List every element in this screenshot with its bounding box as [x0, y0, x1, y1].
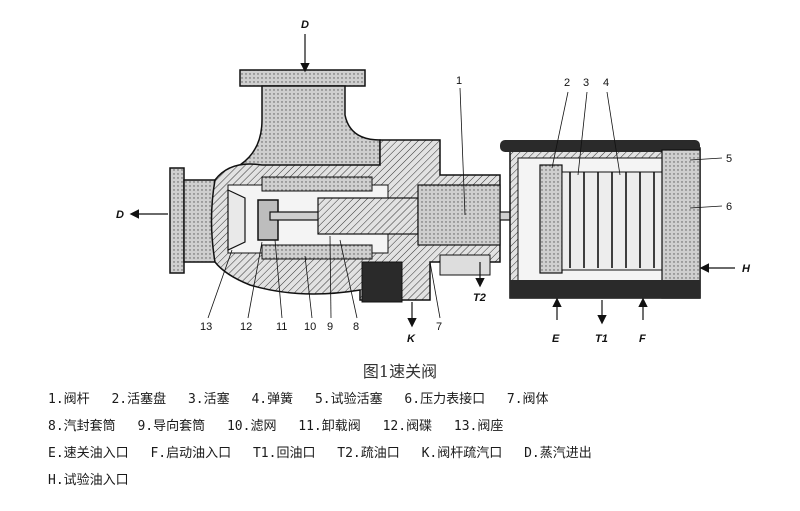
legend-item: E.速关油入口 — [48, 446, 129, 461]
legend-item: 12.阀碟 — [382, 419, 433, 434]
legend-row: 1.阀杆 2.活塞盘 3.活塞 4.弹簧 5.试验活塞 6.压力表接口 7.阀体 — [48, 386, 788, 413]
legend-item: 2.活塞盘 — [111, 392, 167, 407]
callout-13: 13 — [200, 321, 212, 333]
port-label-d-left: D — [116, 209, 124, 221]
strainer-lower — [261, 244, 373, 260]
port-label-e: E — [552, 333, 560, 345]
legend-item: 3.活塞 — [187, 392, 230, 407]
guide-sleeve — [317, 197, 419, 235]
legend-row: 8.汽封套筒 9.导向套筒 10.滤网 11.卸载阀 12.阀碟 13.阀座 — [48, 413, 788, 440]
legend-item: T1.回油口 — [252, 446, 316, 461]
callout-6: 6 — [726, 201, 732, 213]
legend-item: 7.阀体 — [506, 392, 549, 407]
legend: 1.阀杆 2.活塞盘 3.活塞 4.弹簧 5.试验活塞 6.压力表接口 7.阀体… — [48, 386, 788, 494]
legend-item: 8.汽封套筒 — [48, 419, 116, 434]
legend-item: F.启动油入口 — [150, 446, 232, 461]
legend-item: 6.压力表接口 — [404, 392, 486, 407]
callout-10: 10 — [304, 321, 316, 333]
legend-item: 9.导向套筒 — [137, 419, 206, 434]
figure-caption: 图1速关阀 — [362, 362, 438, 381]
callout-3: 3 — [583, 77, 589, 89]
callout-4: 4 — [603, 77, 609, 89]
callout-9: 9 — [327, 321, 333, 333]
port-label-d-top: D — [301, 19, 309, 31]
port-label-f: F — [639, 333, 646, 345]
legend-item: 11.卸载阀 — [298, 419, 361, 434]
legend-item: 4.弹簧 — [251, 392, 294, 407]
port-label-t2: T2 — [473, 292, 486, 304]
legend-item: T2.疏油口 — [337, 446, 400, 461]
callout-7: 7 — [436, 321, 442, 333]
port-label-k: K — [407, 333, 416, 345]
legend-item: 10.滤网 — [226, 419, 277, 434]
oil-cylinder — [500, 140, 701, 299]
legend-item: 1.阀杆 — [48, 392, 90, 407]
valve-seat — [227, 189, 246, 251]
callouts — [207, 87, 723, 319]
legend-item: D.蒸汽进出 — [524, 446, 592, 461]
legend-item: H.试验油入口 — [48, 473, 129, 488]
callout-2: 2 — [564, 77, 570, 89]
drain-boss-t2 — [439, 254, 491, 276]
legend-row: E.速关油入口 F.启动油入口 T1.回油口 T2.疏油口 K.阀杆疏汽口 D.… — [48, 440, 788, 467]
gland-sleeve — [417, 184, 501, 246]
legend-row: H.试验油入口 — [48, 467, 788, 494]
top-flange — [239, 69, 381, 176]
callout-12: 12 — [240, 321, 252, 333]
strainer — [261, 176, 373, 192]
valve-cross-section-diagram: D D H K T2 — [116, 19, 751, 345]
callout-11: 11 — [276, 321, 287, 333]
port-label-t1: T1 — [595, 333, 608, 345]
legend-item: K.阀杆疏汽口 — [421, 446, 503, 461]
left-flange — [169, 167, 216, 274]
callout-1: 1 — [456, 75, 462, 87]
drain-boss-k — [361, 261, 403, 303]
legend-item: 13.阀座 — [453, 419, 504, 434]
port-label-h: H — [742, 263, 751, 275]
legend-item: 5.试验活塞 — [314, 392, 383, 407]
callout-8: 8 — [353, 321, 359, 333]
callout-5: 5 — [726, 153, 732, 165]
